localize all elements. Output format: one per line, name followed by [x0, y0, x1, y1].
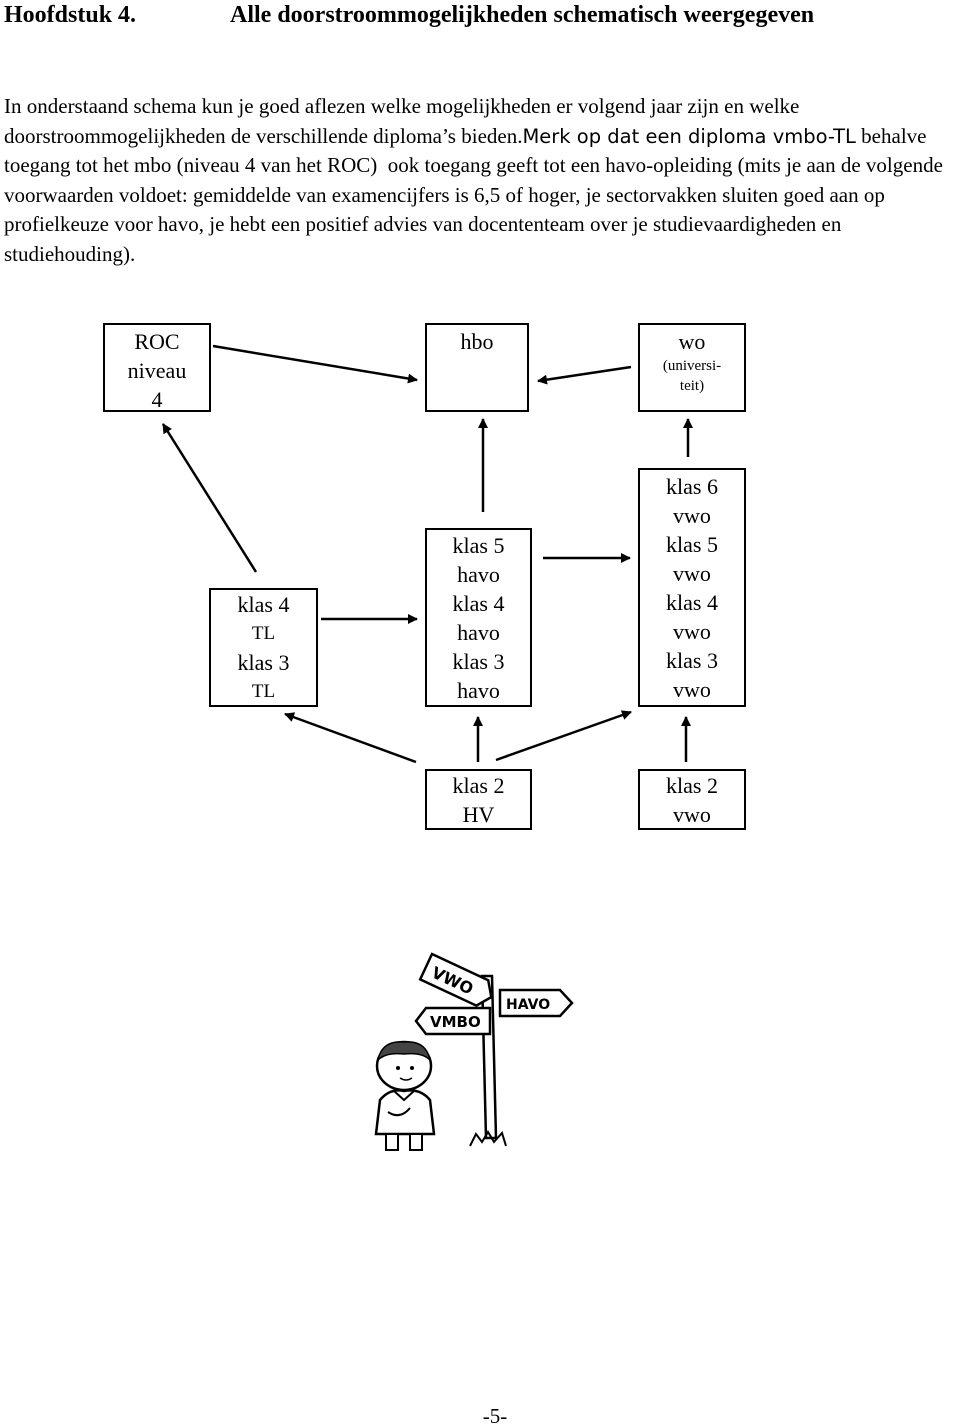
vwo2-label: vwo	[673, 802, 711, 827]
vwo-klas2-box: klas 2 vwo	[638, 769, 746, 830]
roc-niveau4-box: ROC niveau 4	[103, 323, 211, 412]
arrow-hv-to-tl	[284, 712, 417, 764]
hbo-label: hbo	[460, 329, 494, 354]
intro-part1: In onderstaand schema kun je goed afleze…	[4, 94, 800, 148]
wo-sub1: (universi-	[662, 358, 722, 374]
tl-klas4: klas 4	[237, 592, 290, 617]
hv-klas2: klas 2	[452, 773, 505, 798]
tl-klas3: klas 3	[237, 650, 290, 675]
vwo-box: klas 6 vwo klas 5 vwo klas 4 vwo klas 3 …	[638, 468, 746, 707]
havo-label-5: havo	[457, 562, 500, 587]
vwo-label-3: vwo	[673, 677, 711, 702]
roc-label: ROC	[134, 329, 180, 354]
vwo-label-6: vwo	[673, 503, 711, 528]
vwo-klas3: klas 3	[666, 648, 718, 673]
havo-box: klas 5 havo klas 4 havo klas 3 havo	[425, 528, 532, 707]
child-figure	[374, 1040, 436, 1151]
chapter-number: Hoofdstuk 4.	[4, 2, 137, 28]
hv-label: HV	[462, 802, 495, 827]
vwo-klas5: klas 5	[666, 532, 718, 557]
sign-right-text: HAVO	[506, 997, 550, 1013]
havo-klas3: klas 3	[452, 649, 505, 674]
arrow-tl-to-roc	[161, 423, 258, 573]
vwo-klas4: klas 4	[666, 590, 718, 615]
arrow-hv-to-vwo	[495, 710, 632, 762]
sign-left-text: VMBO	[430, 1013, 481, 1031]
tl-label-2: TL	[251, 681, 276, 702]
havo-klas5: klas 5	[452, 533, 505, 558]
vwo-label-4: vwo	[673, 619, 711, 644]
signpost-illustration: VWO HAVO VMBO	[374, 952, 574, 1151]
page-title: Hoofdstuk 4. Alle doorstroommogelijkhede…	[4, 0, 954, 30]
havo-label-4: havo	[457, 620, 500, 645]
intro-part2-sans: Merk op dat een diploma vmbo-TL	[522, 124, 856, 148]
wo-sub2: teit)	[679, 378, 705, 394]
chapter-title: Alle doorstroommogelijkheden schematisch…	[230, 2, 815, 28]
page-number: -5-	[482, 1404, 508, 1428]
intro-paragraph: In onderstaand schema kun je goed afleze…	[4, 92, 956, 270]
wo-box: wo (universi- teit)	[638, 323, 746, 412]
wo-label: wo	[678, 329, 706, 354]
arrow-wo-to-hbo	[537, 365, 632, 385]
tl-box: klas 4 TL klas 3 TL	[209, 588, 318, 707]
roc-level-label: 4	[151, 387, 163, 412]
vwo-klas6: klas 6	[666, 474, 718, 499]
havo-klas4: klas 4	[452, 591, 505, 616]
vwo-label-5: vwo	[673, 561, 711, 586]
hbo-box: hbo	[425, 323, 529, 412]
havo-label-3: havo	[457, 678, 500, 703]
tl-label-1: TL	[251, 623, 276, 644]
flow-arrows	[161, 344, 693, 764]
hv-klas2-box: klas 2 HV	[425, 769, 532, 830]
arrow-roc-to-hbo	[212, 344, 418, 384]
vwo2-klas2: klas 2	[666, 773, 718, 798]
roc-niveau-label: niveau	[127, 358, 187, 383]
intro-part2: behalve toegang tot het mbo (niveau 4 va…	[4, 123, 943, 266]
